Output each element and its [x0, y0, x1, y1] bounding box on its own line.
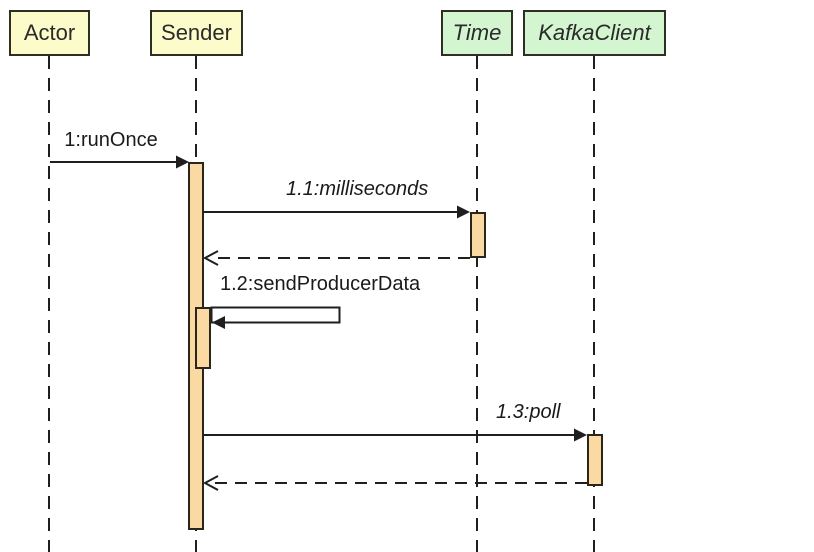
- message-label-sendproducerdata: 1.2:sendProducerData: [220, 273, 421, 295]
- participant-label-time: Time: [452, 20, 502, 45]
- activation-bar-kafkaclient: [587, 434, 603, 486]
- return-kafkaclient-head: [202, 475, 219, 491]
- arrow-poll-head: [574, 428, 587, 442]
- message-label-poll: 1.3:poll: [496, 401, 561, 423]
- activation-bar-time: [470, 212, 486, 258]
- participant-box-sender: Sender: [150, 10, 243, 56]
- message-label-milliseconds: 1.1:milliseconds: [286, 178, 429, 200]
- return-time-head: [202, 250, 219, 266]
- message-label-runonce: 1:runOnce: [64, 129, 158, 151]
- participant-box-time: Time: [441, 10, 513, 56]
- arrow-milliseconds-head: [457, 205, 470, 219]
- self-message-head: [212, 316, 225, 329]
- participant-label-actor: Actor: [23, 20, 76, 45]
- participant-box-kafkaclient: KafkaClient: [523, 10, 666, 56]
- activation-bar-sender-nested: [195, 307, 211, 369]
- self-message-loop: [210, 306, 341, 324]
- participant-label-sender: Sender: [161, 20, 232, 45]
- arrow-runonce-head: [176, 155, 189, 169]
- participant-box-actor: Actor: [9, 10, 90, 56]
- participant-label-kafkaclient: KafkaClient: [538, 20, 651, 45]
